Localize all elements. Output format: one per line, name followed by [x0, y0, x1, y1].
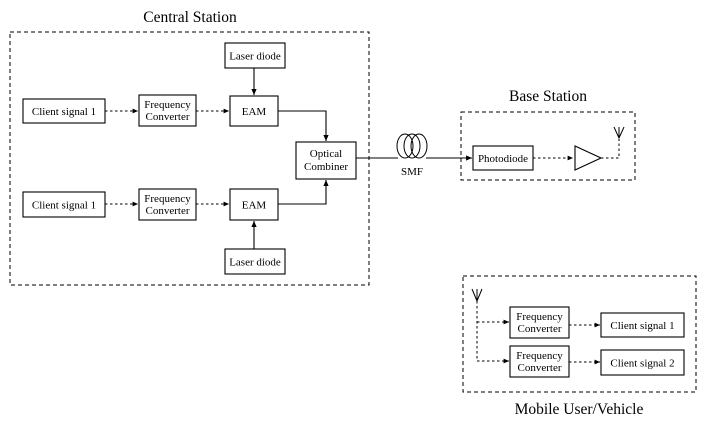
arrow-eam-top-to-combiner [278, 110, 329, 141]
laser-diode-top-label: Laser diode [229, 51, 281, 63]
mobile-client-signal-top: Client signal 1 [600, 312, 685, 338]
svg-text:Converter: Converter [518, 362, 562, 374]
svg-text:Frequency: Frequency [144, 99, 191, 111]
arrow-eam-bottom-to-combiner [278, 180, 329, 205]
freq-top-line1: Frequency [144, 99, 191, 111]
svg-text:Frequency: Frequency [144, 193, 191, 205]
mobile-frame [462, 275, 697, 393]
base-station-title: Base Station [509, 88, 587, 105]
svg-text:Converter: Converter [146, 111, 190, 123]
eam-bottom-label: EAM [242, 200, 267, 212]
svg-text:Optical: Optical [310, 148, 342, 160]
svg-text:Converter: Converter [518, 323, 562, 335]
mobile-freq-top-line1: Frequency [516, 311, 563, 323]
combiner-line1: Optical [310, 148, 342, 160]
optical-combiner: Optical Combiner [295, 141, 357, 180]
client-signal-top-label: Client signal 1 [32, 106, 96, 118]
mobile-title: Mobile User/Vehicle [515, 401, 644, 418]
client-signal-bottom: Client signal 1 [22, 191, 106, 218]
mobile-freq-bottom-line2: Converter [518, 362, 562, 374]
eam-top-label: EAM [242, 106, 267, 118]
client-signal-bottom-label: Client signal 1 [32, 200, 96, 212]
combiner-line2: Combiner [304, 161, 348, 173]
antenna-icon [613, 126, 625, 139]
svg-text:Converter: Converter [146, 205, 190, 217]
svg-text:Frequency: Frequency [516, 350, 563, 362]
svg-text:Combiner: Combiner [304, 161, 348, 173]
amp-to-antenna-line [601, 138, 620, 159]
laser-diode-bottom-label: Laser diode [229, 257, 281, 269]
mobile-frequency-converter-top: Frequency Converter [509, 306, 570, 339]
frequency-converter-bottom: Frequency Converter [138, 188, 197, 221]
mobile-client-signal-bottom: Client signal 2 [600, 349, 685, 376]
mobile-client-top-label: Client signal 1 [610, 320, 674, 332]
mobile-freq-bottom-line1: Frequency [516, 350, 563, 362]
mobile-frequency-converter-bottom: Frequency Converter [509, 345, 570, 378]
client-signal-top: Client signal 1 [22, 98, 106, 124]
laser-diode-top: Laser diode [224, 42, 286, 69]
mobile-freq-top-line2: Converter [518, 323, 562, 335]
amplifier-icon [574, 145, 603, 171]
freq-bottom-line2: Converter [146, 205, 190, 217]
central-station-title: Central Station [143, 9, 237, 26]
photodiode-label: Photodiode [478, 153, 528, 165]
mobile-antenna-icon [471, 288, 483, 302]
eam-top: EAM [229, 95, 279, 127]
freq-top-line2: Converter [146, 111, 190, 123]
mobile-client-bottom-label: Client signal 2 [610, 358, 674, 370]
frequency-converter-top: Frequency Converter [138, 94, 197, 127]
fiber-label: SMF [401, 166, 423, 178]
eam-bottom: EAM [229, 188, 279, 221]
fiber-coil [396, 133, 428, 159]
photodiode: Photodiode [472, 145, 534, 171]
svg-text:Frequency: Frequency [516, 311, 563, 323]
base-station-frame [460, 111, 636, 181]
laser-diode-bottom: Laser diode [224, 248, 286, 275]
freq-bottom-line1: Frequency [144, 193, 191, 205]
